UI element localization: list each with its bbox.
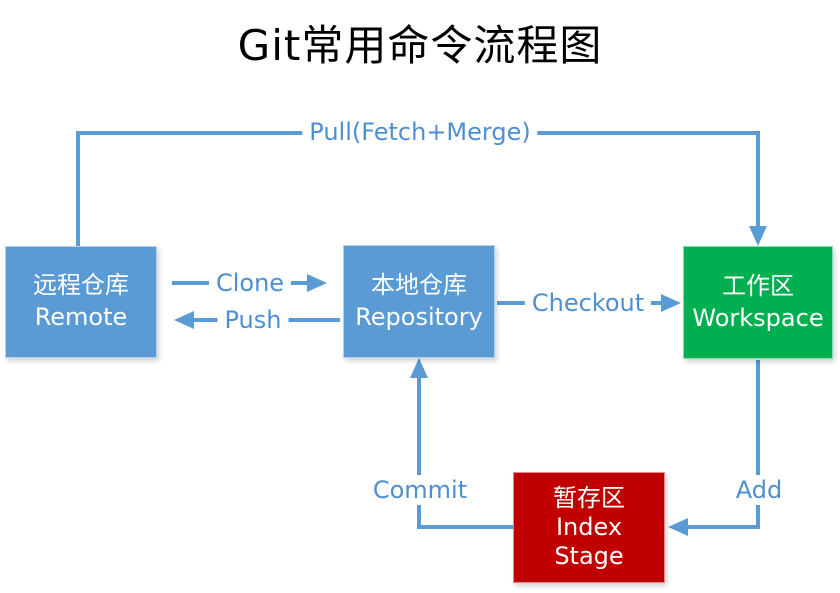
checkout-edge-label: Checkout	[524, 288, 652, 318]
commit-arrowhead-up-icon	[410, 358, 428, 378]
add-arrowhead-left-icon	[668, 518, 688, 536]
pull-edge-label: Pull(Fetch+Merge)	[302, 117, 538, 147]
node-index-label-en1: Index	[555, 513, 623, 542]
add-line-horizontal	[687, 525, 760, 529]
node-workspace-label-zh: 工作区	[722, 271, 794, 300]
clone-arrowhead-right-icon	[307, 274, 327, 292]
node-workspace-label-en: Workspace	[692, 303, 824, 332]
commit-line-vertical	[417, 376, 421, 527]
node-repository: 本地仓库 Repository	[343, 245, 495, 358]
diagram-title: Git常用命令流程图	[237, 21, 603, 70]
node-index-label-en2: Stage	[554, 541, 624, 570]
node-index: 暂存区 Index Stage	[513, 472, 665, 583]
clone-edge-label: Clone	[208, 268, 292, 298]
push-edge-label: Push	[217, 305, 289, 335]
checkout-arrowhead-right-icon	[661, 294, 681, 312]
commit-line-horizontal	[417, 525, 513, 529]
pull-arrowhead-down-icon	[749, 226, 767, 246]
node-repository-label-zh: 本地仓库	[371, 270, 467, 299]
commit-edge-label: Commit	[365, 475, 475, 505]
add-line-vertical	[756, 360, 760, 527]
pull-line-left-vertical	[76, 131, 80, 246]
pull-line-right-vertical	[756, 131, 760, 228]
push-arrowhead-left-icon	[174, 311, 194, 329]
node-remote: 远程仓库 Remote	[5, 246, 157, 358]
node-index-label-zh: 暂存区	[553, 484, 625, 513]
node-remote-label-zh: 远程仓库	[33, 271, 129, 300]
node-repository-label-en: Repository	[355, 302, 483, 331]
node-remote-label-en: Remote	[34, 303, 128, 331]
node-workspace: 工作区 Workspace	[683, 246, 833, 359]
add-edge-label: Add	[728, 475, 790, 505]
